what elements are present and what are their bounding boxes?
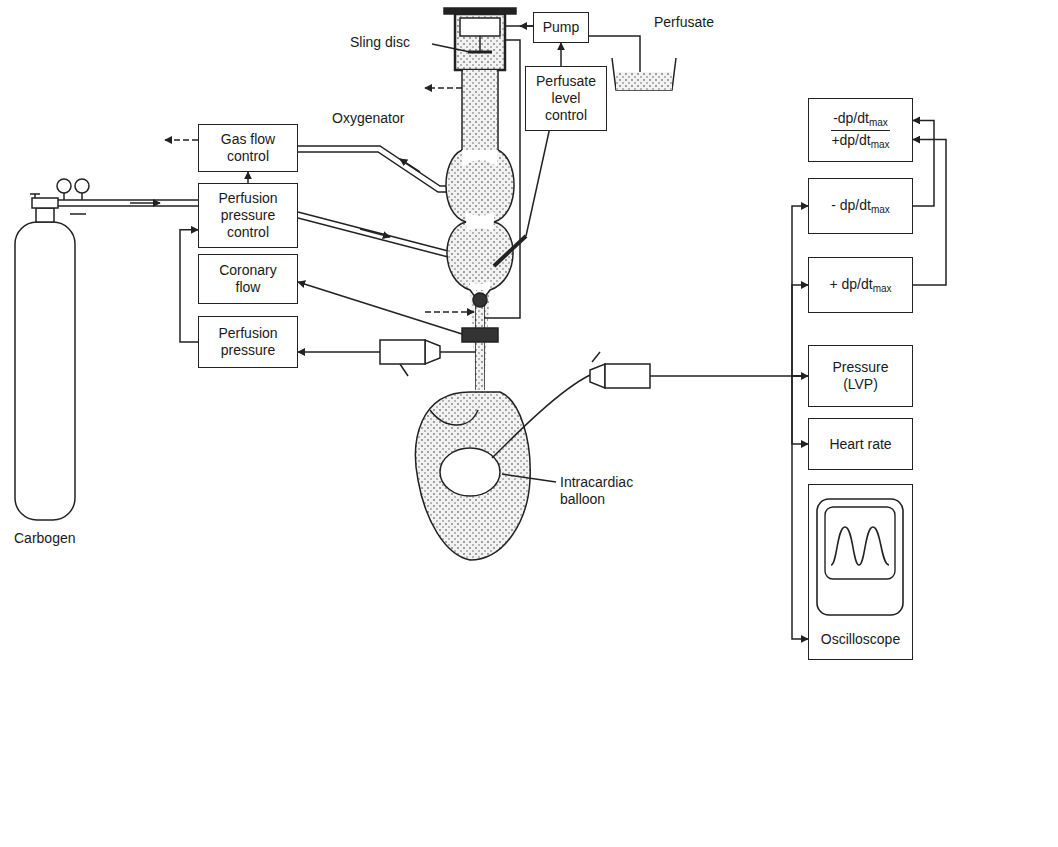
derivative-box: - dp/dtmax <box>808 178 913 234</box>
part-label: Perfusate <box>652 14 716 31</box>
meter-box: Coronary flow <box>198 254 298 304</box>
oscilloscope-screen <box>815 497 905 617</box>
signal-connector <box>792 285 808 376</box>
control-box: Perfusion pressure control <box>198 183 298 248</box>
box-label: Coronary flow <box>219 262 277 295</box>
box-label: Oscilloscope <box>821 631 900 647</box>
box-label: Perfusate level control <box>536 73 596 123</box>
box-label: +dp/dt <box>831 132 870 148</box>
signal-connector <box>180 230 198 342</box>
signal-connector <box>247 172 249 183</box>
box-label: Perfusion pressure <box>218 325 277 358</box>
derivative-box: + dp/dtmax <box>808 257 913 313</box>
box-label: Pump <box>543 19 580 35</box>
meter-box: Perfusion pressure <box>198 316 298 368</box>
pump-box: Pump <box>533 12 589 43</box>
signal-connector <box>560 43 562 66</box>
heart-rate-box: Heart rate <box>808 418 913 470</box>
pressure-box: Pressure (LVP) <box>808 345 913 407</box>
box-label: + dp/dt <box>829 276 872 292</box>
oscilloscope-box: Oscilloscope <box>808 484 913 660</box>
signal-connector <box>913 120 934 206</box>
part-label: Sling disc <box>348 34 412 51</box>
control-box: Gas flow control <box>198 124 298 172</box>
signal-connector <box>913 140 946 285</box>
subscript-text: max <box>871 204 890 215</box>
part-label: Oxygenator <box>330 110 406 127</box>
box-label: Gas flow control <box>221 131 275 164</box>
box-label: Pressure (LVP) <box>832 359 888 392</box>
control-box: Perfusate level control <box>525 66 607 131</box>
subscript-text: max <box>871 139 890 150</box>
box-label: - dp/dt <box>831 197 871 213</box>
signal-connector <box>792 206 808 376</box>
subscript-text: max <box>873 283 892 294</box>
signal-connector <box>792 376 808 444</box>
box-label: -dp/dt <box>833 110 869 126</box>
box-label: Heart rate <box>829 436 891 452</box>
subscript-text: max <box>869 117 888 128</box>
ratio-box: -dp/dtmax+dp/dtmax <box>808 98 913 162</box>
signal-connector <box>792 376 808 639</box>
part-label: Carbogen <box>12 530 78 547</box>
part-label: Intracardiac balloon <box>558 474 652 508</box>
box-label: Perfusion pressure control <box>218 190 277 240</box>
